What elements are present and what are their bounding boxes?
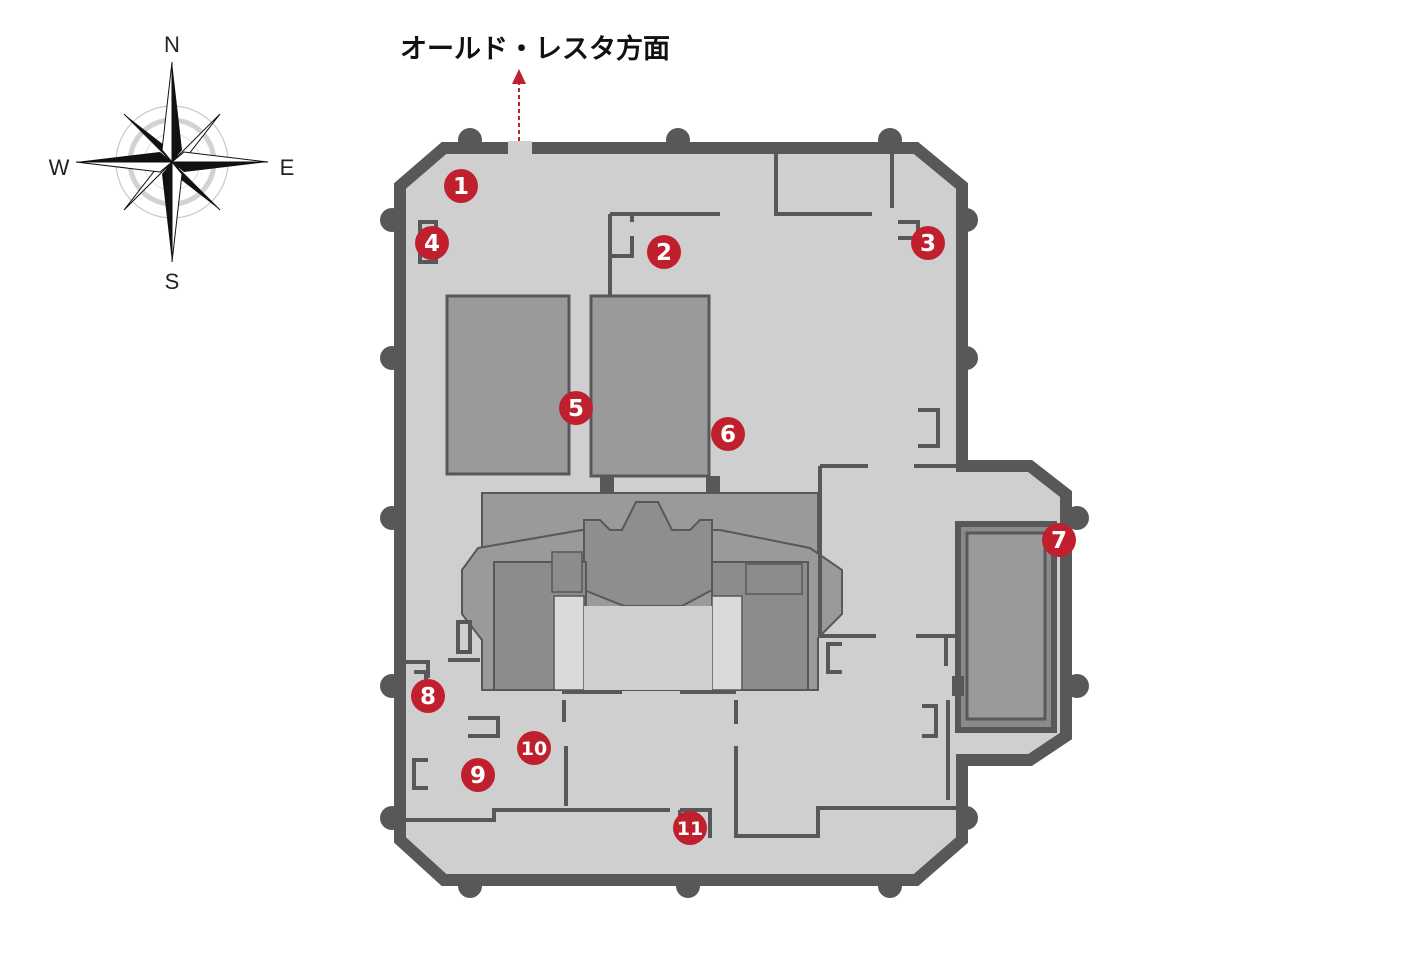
marker-number: 4 xyxy=(424,231,440,257)
map-marker-2[interactable]: 2 xyxy=(647,235,681,269)
marker-circle xyxy=(411,679,445,713)
compass-point-east xyxy=(172,162,268,172)
connector-right xyxy=(706,476,720,494)
marker-circle xyxy=(911,226,945,260)
wing-west-room xyxy=(551,551,583,593)
compass-point-north-light xyxy=(161,61,173,164)
compass-point-east-light xyxy=(170,151,269,163)
wall-block-east xyxy=(952,676,964,696)
marker-circle xyxy=(517,731,551,765)
markers: 1 2 3 4 5 6 7 8 9 10 11 xyxy=(411,169,1076,845)
courtyard-east xyxy=(711,595,743,691)
compass-label-n: N xyxy=(164,32,180,57)
marker-circle xyxy=(461,758,495,792)
map-marker-10[interactable]: 10 xyxy=(517,731,551,765)
map-marker-6[interactable]: 6 xyxy=(711,417,745,451)
north-gate xyxy=(508,141,532,155)
compass-label-w: W xyxy=(49,155,70,180)
marker-circle xyxy=(559,391,593,425)
connector-left xyxy=(600,476,614,494)
compass-point-south-light xyxy=(171,160,183,263)
direction-arrow-icon xyxy=(512,69,526,148)
map-marker-5[interactable]: 5 xyxy=(559,391,593,425)
compass-label-e: E xyxy=(280,155,295,180)
map-marker-4[interactable]: 4 xyxy=(415,226,449,260)
map-marker-11[interactable]: 11 xyxy=(673,811,707,845)
marker-circle xyxy=(415,226,449,260)
courtyard-center xyxy=(584,606,712,690)
map-marker-8[interactable]: 8 xyxy=(411,679,445,713)
compass-point-west xyxy=(76,152,172,162)
marker-number: 11 xyxy=(677,818,703,840)
marker-circle xyxy=(647,235,681,269)
map-marker-9[interactable]: 9 xyxy=(461,758,495,792)
building-east xyxy=(965,531,1047,721)
map-marker-3[interactable]: 3 xyxy=(911,226,945,260)
marker-number: 9 xyxy=(470,763,486,789)
marker-circle xyxy=(673,811,707,845)
interior-walls xyxy=(406,150,956,838)
compass-rose: N S E W xyxy=(49,32,295,294)
compass-point-south xyxy=(162,162,172,262)
marker-number: 6 xyxy=(720,422,736,448)
compass-point-west-light xyxy=(75,161,174,173)
compass-point-north xyxy=(172,62,182,162)
compass-label-s: S xyxy=(165,269,180,294)
building-north-center xyxy=(589,294,711,478)
courtyard-west xyxy=(553,595,585,691)
marker-number: 1 xyxy=(453,174,469,200)
marker-number: 3 xyxy=(920,231,936,257)
marker-number: 8 xyxy=(420,684,436,710)
marker-circle xyxy=(711,417,745,451)
marker-number: 2 xyxy=(656,240,672,266)
map-marker-1[interactable]: 1 xyxy=(444,169,478,203)
wing-east-room xyxy=(745,563,803,595)
marker-circle xyxy=(1042,523,1076,557)
marker-circle xyxy=(444,169,478,203)
building-northwest xyxy=(445,294,571,476)
direction-label: オールド・レスタ方面 xyxy=(400,33,670,65)
marker-number: 10 xyxy=(521,738,547,760)
marker-number: 5 xyxy=(568,396,584,422)
marker-number: 7 xyxy=(1051,528,1067,554)
map-marker-7[interactable]: 7 xyxy=(1042,523,1076,557)
